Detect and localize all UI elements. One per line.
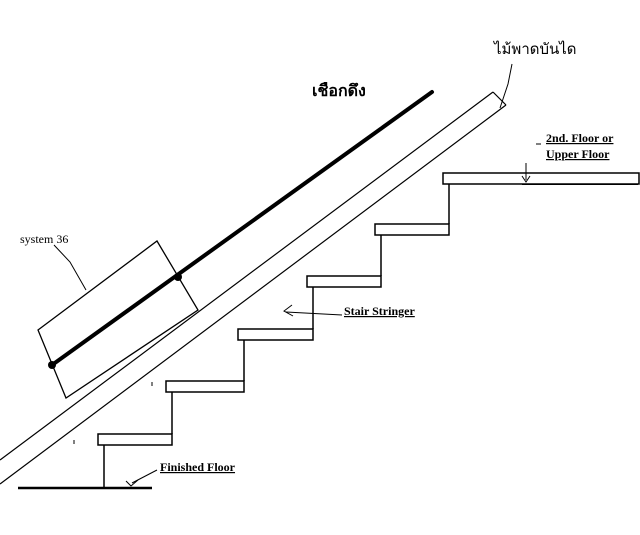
board-leader [499,63,513,109]
finished-floor-arrowhead [125,479,139,487]
rope-line [50,90,434,367]
stringer-leader [285,311,343,316]
tread-2 [165,380,245,393]
landing-tread [442,172,640,185]
upper-floor-label-line1: 2nd. Floor or [546,131,614,145]
tread-1 [97,433,173,446]
finished-floor-label: Finished Floor [160,460,236,474]
stringer-arrowhead [283,304,294,317]
upper-floor-label-line2: Upper Floor [546,147,610,161]
rope-clamp-dot [174,273,182,281]
tread-4 [306,275,382,288]
tread-3 [237,328,314,341]
board-lower-edge [0,104,507,485]
pull-rope [48,90,434,369]
stair-steps [97,172,640,488]
rope-end-dot [48,361,56,369]
upper-floor-arrowhead [521,175,531,183]
stair-board-label: ไม้พาดบันได [493,40,577,58]
board-end-cap [492,91,507,106]
leader-lines [53,63,541,487]
tread-5 [374,223,450,236]
board-upper-edge [0,91,494,461]
system36-label: system 36 [20,232,68,246]
rope-label: เชือกดึง [312,82,366,100]
stair-stringer-board [0,91,507,485]
system36-leader [53,244,87,291]
finished-floor-leader [131,469,158,484]
stair-stringer-label: Stair Stringer [344,304,415,318]
system36-device [37,240,199,399]
